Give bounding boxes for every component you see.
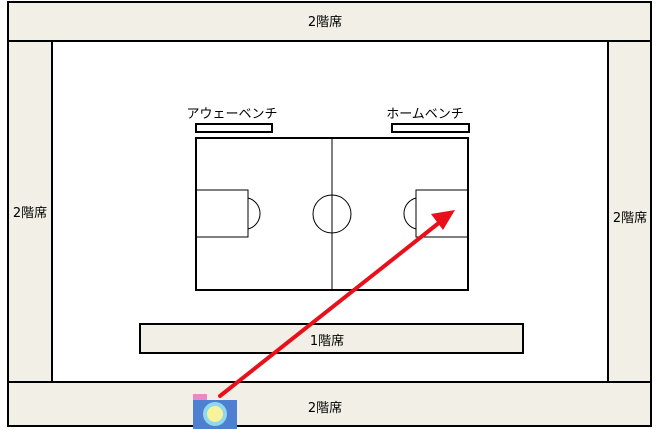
seat-label-right-2f: 2階席 bbox=[613, 210, 647, 226]
seat-label-top-2f: 2階席 bbox=[308, 14, 342, 30]
camera-icon bbox=[193, 394, 237, 429]
seat-block-left-2f bbox=[7, 40, 53, 383]
stadium-inner-area bbox=[7, 1, 652, 427]
home-bench bbox=[391, 123, 470, 133]
arrow-icon bbox=[218, 210, 455, 398]
left-penalty-box bbox=[195, 189, 249, 238]
seat-block-bottom-2f bbox=[7, 381, 652, 427]
left-penalty-arc bbox=[247, 197, 261, 230]
pitch bbox=[195, 137, 469, 291]
right-penalty-arc bbox=[403, 197, 417, 230]
seat-block-1f bbox=[139, 323, 524, 354]
seat-block-top-2f bbox=[7, 1, 652, 42]
away-bench-label: アウェーベンチ bbox=[186, 107, 277, 122]
seat-label-left-2f: 2階席 bbox=[13, 205, 47, 221]
center-circle bbox=[312, 194, 352, 234]
seat-label-1f: 1階席 bbox=[310, 333, 344, 349]
right-penalty-box bbox=[415, 189, 469, 238]
home-bench-label: ホームベンチ bbox=[386, 107, 464, 122]
seat-label-bottom-2f: 2階席 bbox=[308, 400, 342, 416]
away-bench bbox=[195, 123, 273, 133]
